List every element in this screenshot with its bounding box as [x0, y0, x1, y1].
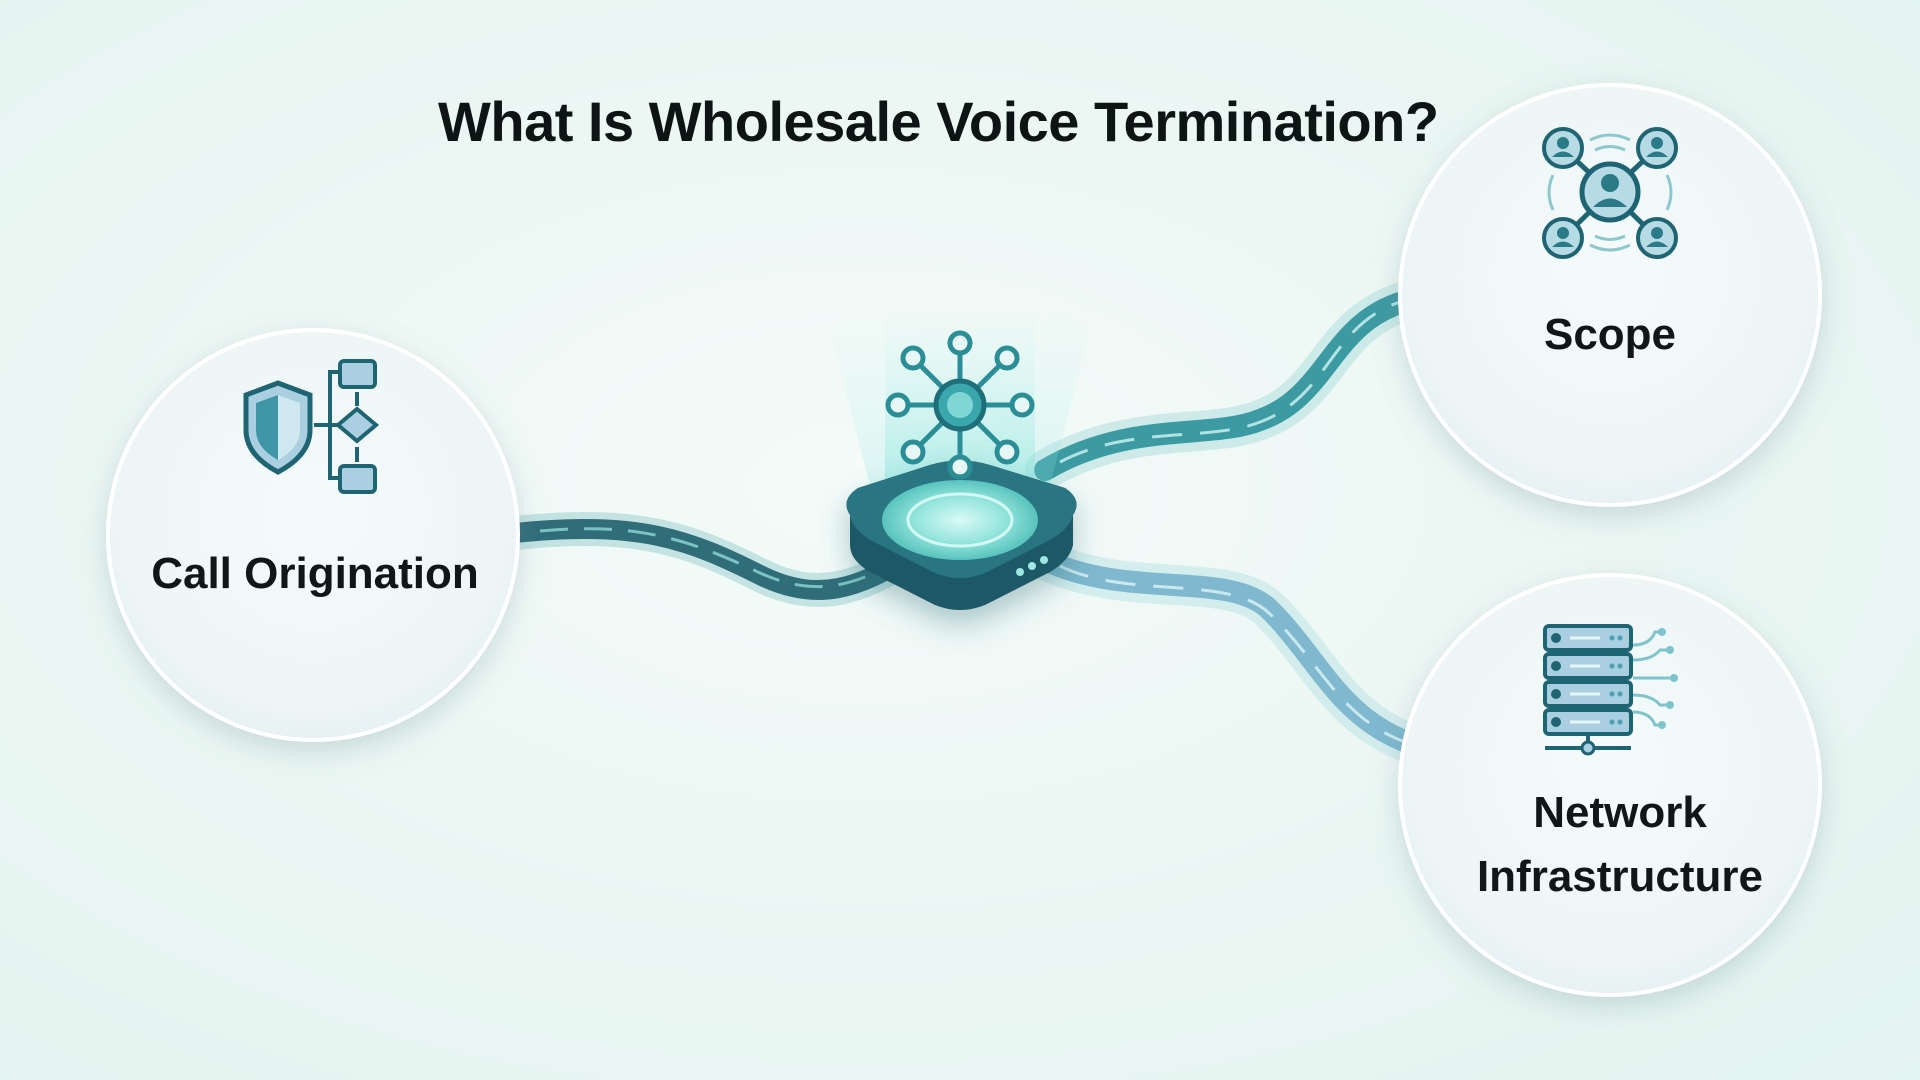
network-hub-icon — [885, 330, 1035, 480]
call-origination-text: Call Origination — [151, 549, 479, 598]
wire-call-origination — [498, 512, 922, 607]
user-avatar-bottom-right — [1636, 217, 1678, 259]
wire-scope — [1025, 280, 1430, 490]
page-title: What Is Wholesale Voice Termination? — [438, 90, 1439, 153]
connection-wires — [498, 280, 1435, 765]
user-avatar-top-left — [1542, 127, 1584, 169]
network-infrastructure-line2: Infrastructure — [1476, 852, 1764, 901]
scope-label: Scope — [1410, 303, 1810, 367]
user-avatar-center — [1579, 161, 1641, 223]
central-hub — [830, 310, 1090, 610]
scope-text: Scope — [1543, 310, 1677, 359]
network-infrastructure-label: Network Infrastructure — [1410, 781, 1830, 909]
node-circle-network-infrastructure — [1398, 573, 1822, 997]
node-circle-call-origination — [106, 328, 520, 742]
user-network-icon — [1542, 127, 1678, 259]
node-circle-scope — [1398, 83, 1822, 507]
wire-network-infrastructure — [1025, 540, 1435, 765]
user-avatar-top-right — [1636, 127, 1678, 169]
user-avatar-bottom-left — [1542, 217, 1584, 259]
shield-flowchart-icon — [243, 359, 380, 494]
hub-glow-pad — [882, 480, 1038, 560]
call-origination-label: Call Origination — [110, 542, 520, 606]
server-rack-icon — [1543, 624, 1678, 756]
network-infrastructure-line1: Network — [1533, 788, 1707, 837]
